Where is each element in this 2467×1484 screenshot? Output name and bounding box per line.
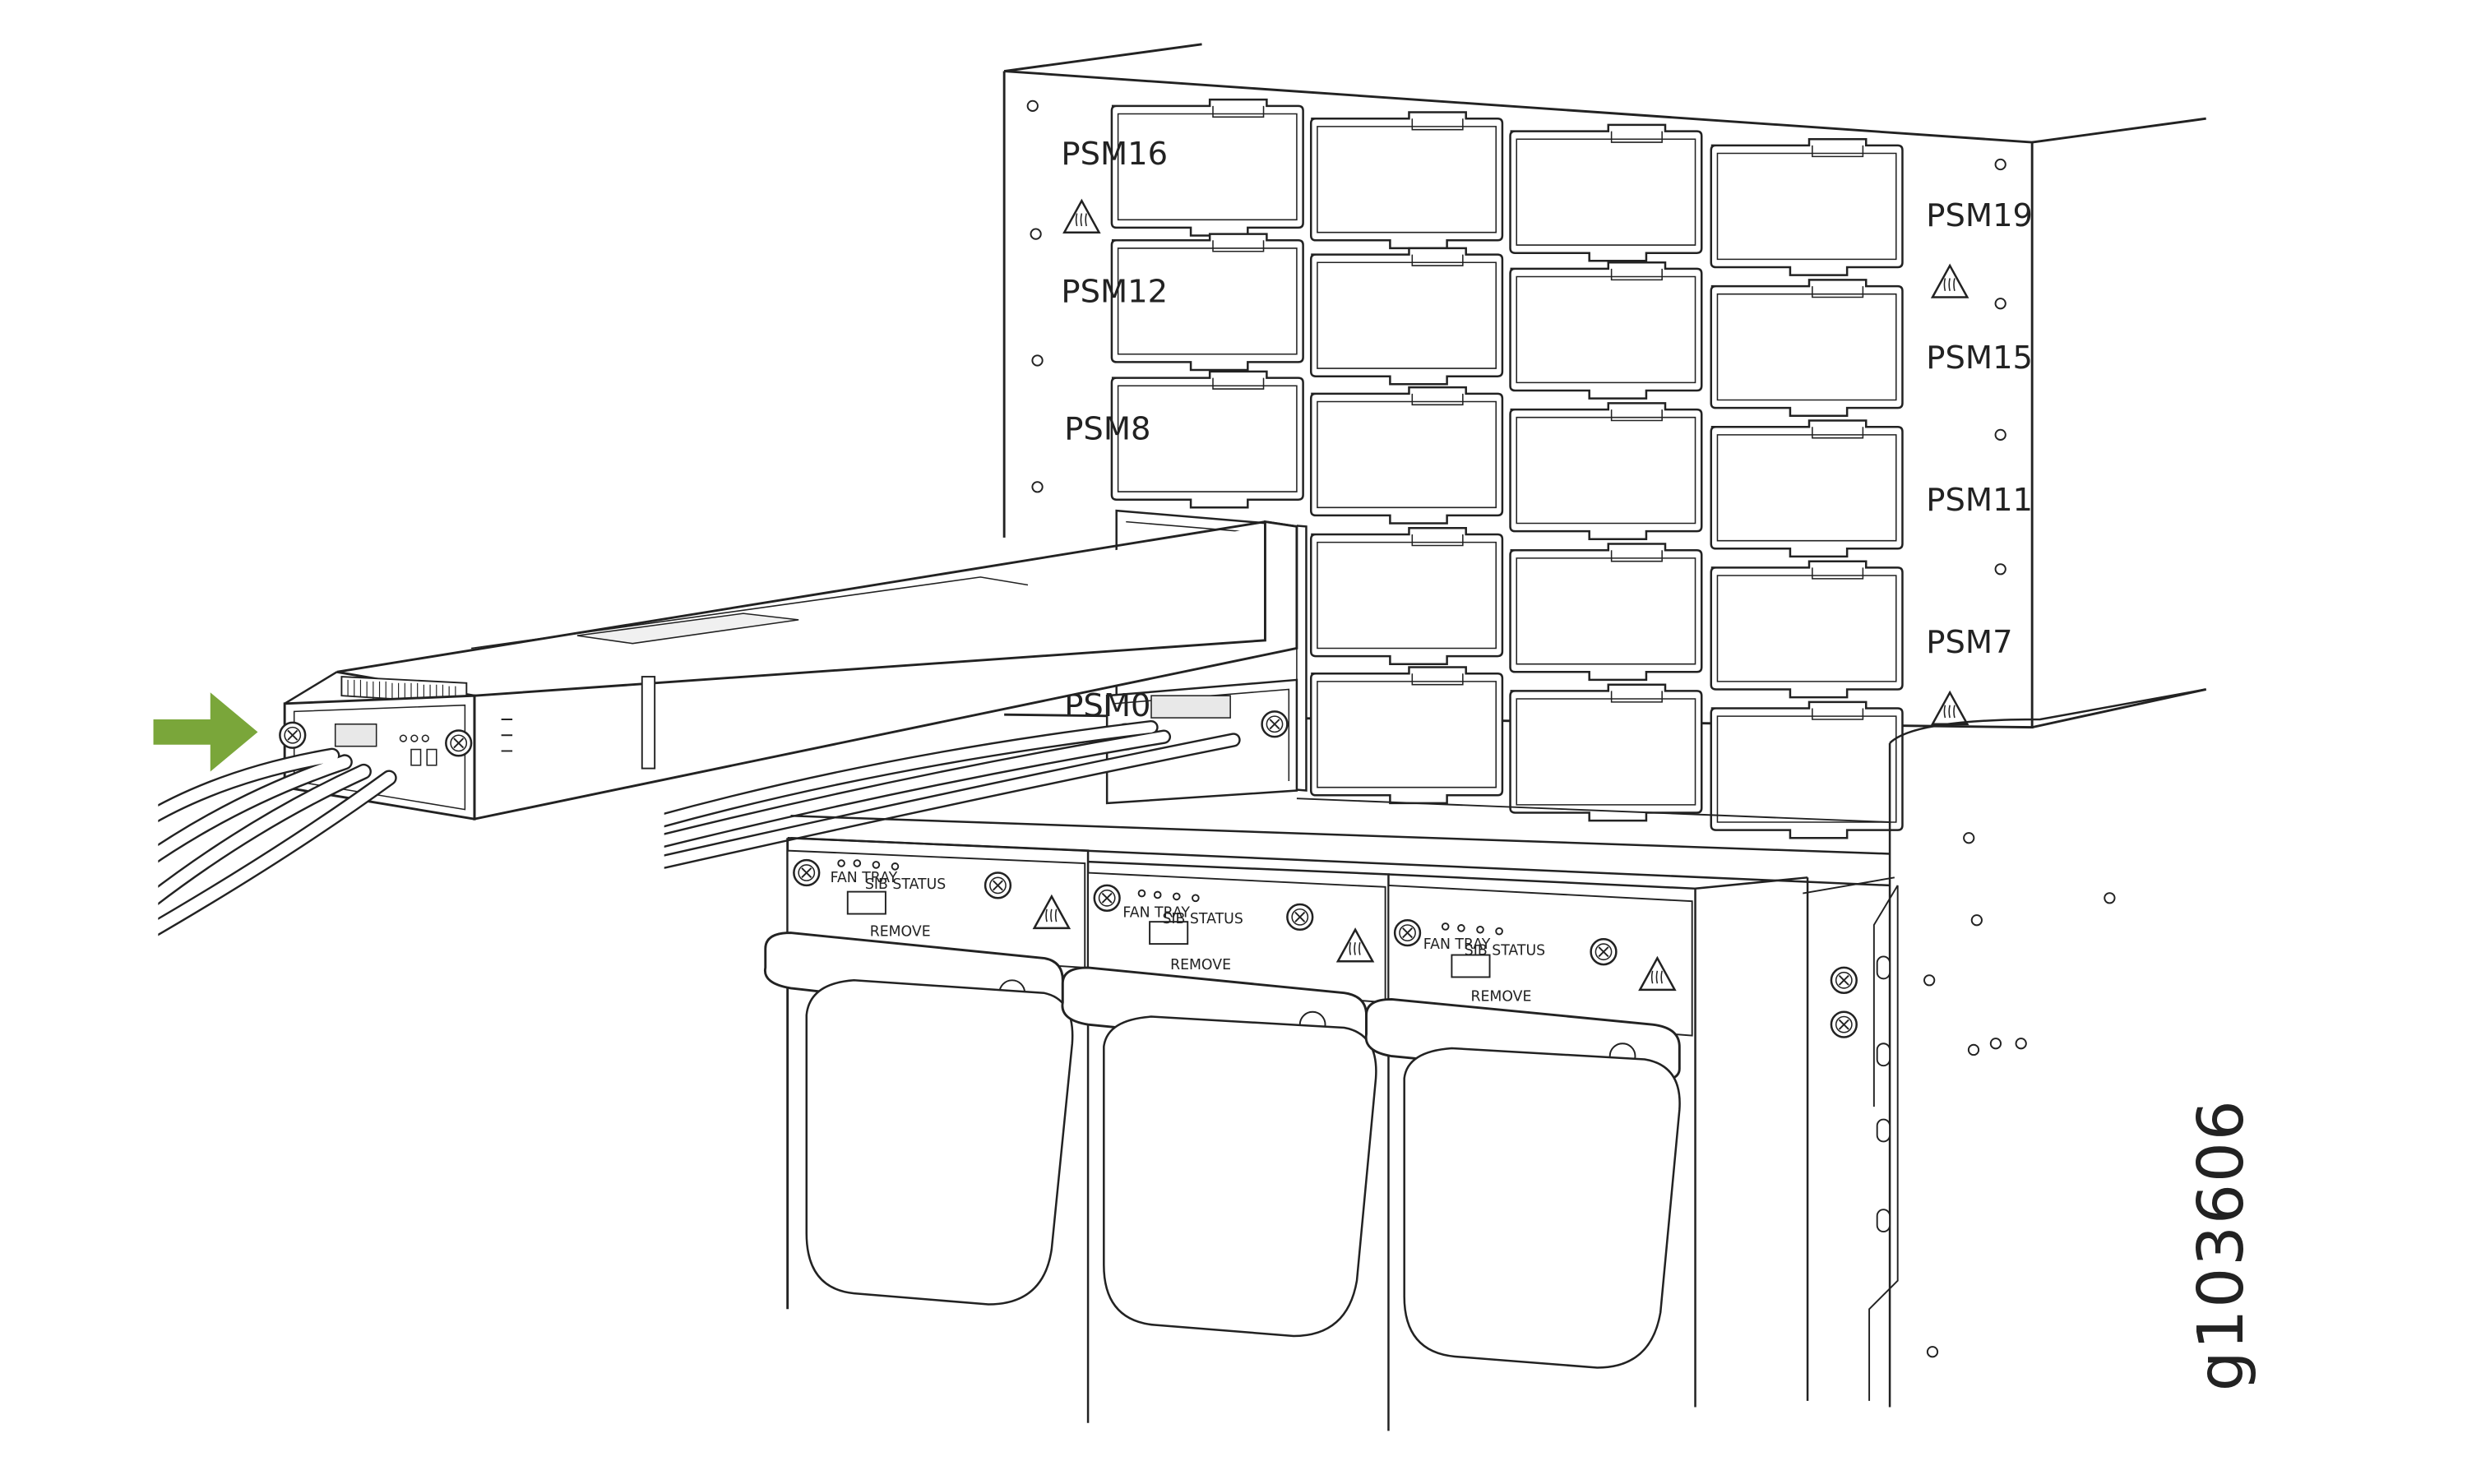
slot-label-psm7: PSM7 [1926,624,2012,661]
fan-tray-2: FAN TRAY SIB STATUS REMOVE [1061,860,1390,1431]
slot-label-psm11: PSM11 [1926,482,2033,519]
chassis-lower-section [786,688,2206,1408]
hot-surface-warning-icon [1931,691,1969,726]
remove-label: REMOVE [1170,957,1231,973]
sib-status-label: SIB STATUS [1465,943,1545,959]
figure-id: g103606 [2185,1098,2258,1391]
slot-label-psm16: PSM16 [1061,136,1168,173]
slot-label-psm15: PSM15 [1926,340,2033,377]
fan-tray-label: FAN TRAY [831,870,898,886]
hot-surface-warning-icon [1931,264,1969,298]
slot-label-psm19: PSM19 [1926,197,2033,234]
hot-surface-warning-icon [1062,199,1100,233]
fan-tray-3: FAN TRAY SIB STATUS REMOVE [1364,873,1808,1408]
slot-label-psm12: PSM12 [1061,273,1168,310]
remove-label: REMOVE [870,923,931,940]
fan-tray-label: FAN TRAY [1122,904,1190,921]
power-supply-module [279,520,1298,822]
slot-label-psm8: PSM8 [1064,411,1150,448]
remove-label: REMOVE [1470,988,1531,1005]
ground-symbol-icon [1830,966,1858,994]
sib-status-label: SIB STATUS [865,876,946,893]
insert-arrow-icon [153,692,258,772]
dc-power-cables [126,719,1241,949]
fan-tray-1: FAN TRAY SIB STATUS REMOVE [763,836,1090,1423]
fan-tray-label: FAN TRAY [1423,936,1491,953]
sib-status-label: SIB STATUS [1162,911,1243,927]
